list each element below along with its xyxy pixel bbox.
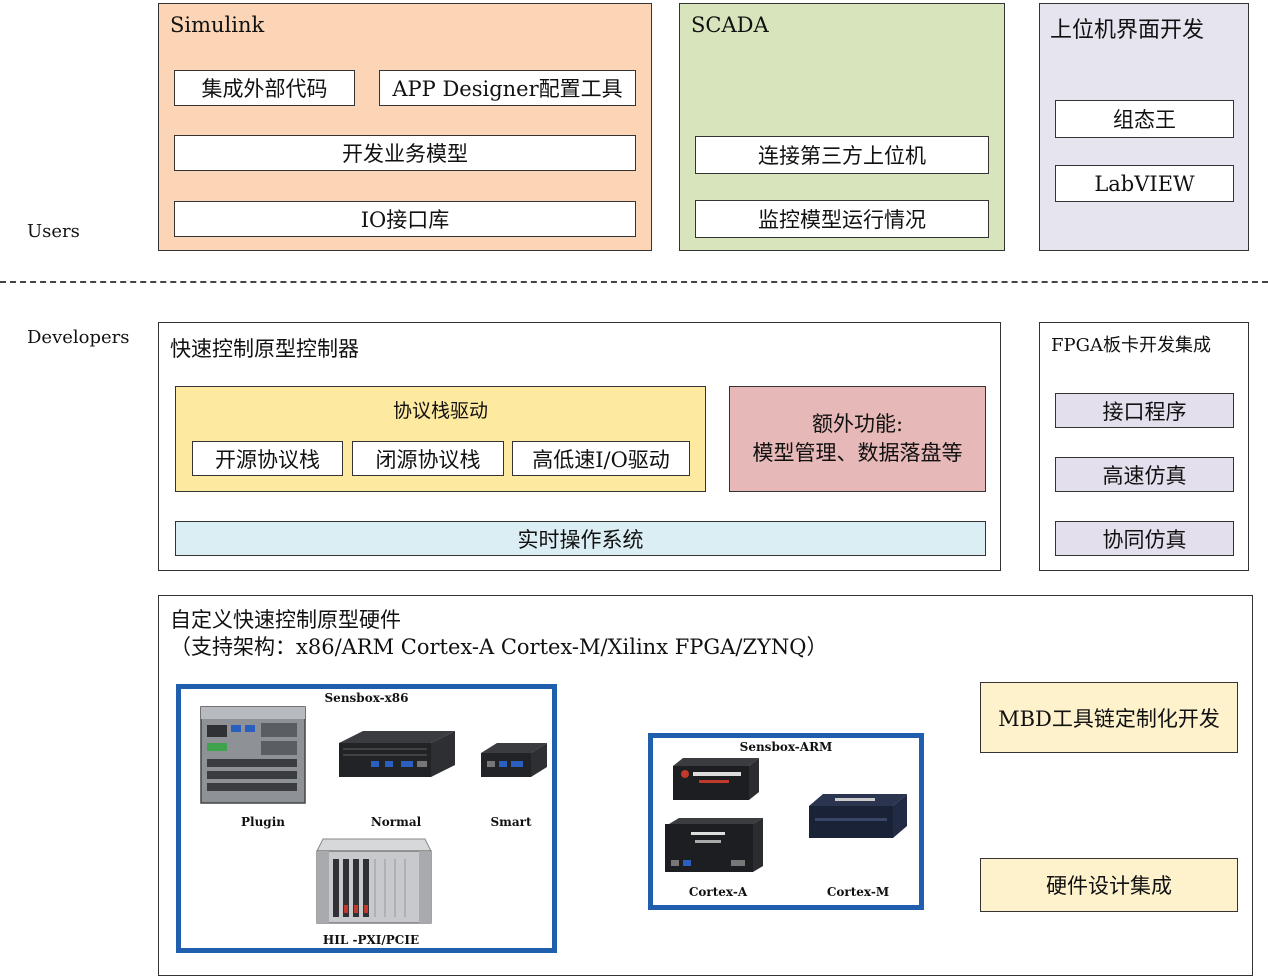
hil-device-image [316, 838, 432, 924]
simulink-panel: Simulink 集成外部代码 APP Designer配置工具 开发业务模型 … [158, 3, 652, 251]
host-item-kingview: 组态王 [1055, 100, 1234, 138]
cortex-a-device-image [665, 818, 763, 872]
smart-caption: Smart [490, 815, 532, 829]
rtos-bar: 实时操作系统 [175, 521, 986, 556]
plugin-device-image [200, 706, 306, 804]
host-ui-title: 上位机界面开发 [1050, 18, 1205, 43]
hardware-design-box: 硬件设计集成 [980, 858, 1238, 912]
fpga-panel: FPGA板卡开发集成 接口程序 高速仿真 协同仿真 [1039, 322, 1249, 571]
fpga-item-co-sim: 协同仿真 [1055, 521, 1234, 556]
protocol-item-open-source: 开源协议栈 [192, 441, 343, 476]
cortex-a-caption: Cortex-A [688, 885, 748, 899]
smart-device-image [481, 743, 547, 777]
plugin-caption: Plugin [241, 815, 285, 829]
hil-caption: HIL -PXI/PCIE [322, 933, 420, 947]
sensbox-x86-frame: Sensbox-x86 Plugin [176, 684, 557, 953]
scada-title: SCADA [691, 13, 769, 37]
extra-features-box: 额外功能: 模型管理、数据落盘等 [729, 386, 986, 492]
simulink-item-app-designer: APP Designer配置工具 [379, 70, 636, 106]
cortex-m-device-image [809, 794, 907, 838]
fpga-title: FPGA板卡开发集成 [1051, 335, 1211, 356]
protocol-item-closed-source: 闭源协议栈 [352, 441, 504, 476]
fpga-item-high-speed-sim: 高速仿真 [1055, 457, 1234, 492]
normal-caption: Normal [370, 815, 422, 829]
extra-features-line2: 模型管理、数据落盘等 [752, 441, 963, 465]
hardware-subtitle: （支持架构：x86/ARM Cortex-A Cortex-M/Xilinx F… [170, 635, 828, 659]
users-label: Users [27, 221, 80, 242]
fpga-item-interface: 接口程序 [1055, 393, 1234, 428]
developers-label: Developers [27, 327, 130, 348]
sensbox-x86-title: Sensbox-x86 [324, 691, 409, 705]
protocol-stack-panel: 协议栈驱动 开源协议栈 闭源协议栈 高低速I/O驱动 [175, 386, 706, 492]
protocol-item-io-driver: 高低速I/O驱动 [512, 441, 690, 476]
protocol-stack-title: 协议栈驱动 [392, 400, 488, 422]
scada-item-third-party: 连接第三方上位机 [695, 136, 989, 174]
hardware-title: 自定义快速控制原型硬件 [170, 608, 401, 632]
arm-board-image-top [673, 758, 759, 800]
cortex-m-caption: Cortex-M [826, 885, 890, 899]
rcp-controller-title: 快速控制原型控制器 [170, 337, 359, 361]
scada-item-monitor: 监控模型运行情况 [695, 200, 989, 238]
rcp-controller-panel: 快速控制原型控制器 协议栈驱动 开源协议栈 闭源协议栈 高低速I/O驱动 额外功… [158, 322, 1001, 571]
simulink-item-business-model: 开发业务模型 [174, 135, 636, 171]
sensbox-arm-title: Sensbox-ARM [739, 740, 833, 754]
simulink-item-io-library: IO接口库 [174, 201, 636, 237]
normal-device-image [339, 731, 455, 777]
sensbox-arm-frame: Sensbox-ARM Cortex-A [648, 733, 924, 910]
simulink-item-external-code: 集成外部代码 [174, 70, 355, 106]
scada-panel: SCADA 连接第三方上位机 监控模型运行情况 [679, 3, 1005, 251]
layer-separator [0, 281, 1268, 283]
host-ui-panel: 上位机界面开发 组态王 LabVIEW [1039, 3, 1249, 251]
mbd-toolchain-box: MBD工具链定制化开发 [980, 682, 1238, 753]
host-item-labview: LabVIEW [1055, 165, 1234, 202]
hardware-panel: 自定义快速控制原型硬件 （支持架构：x86/ARM Cortex-A Corte… [158, 595, 1253, 976]
simulink-title: Simulink [170, 13, 265, 37]
extra-features-line1: 额外功能: [811, 412, 904, 436]
